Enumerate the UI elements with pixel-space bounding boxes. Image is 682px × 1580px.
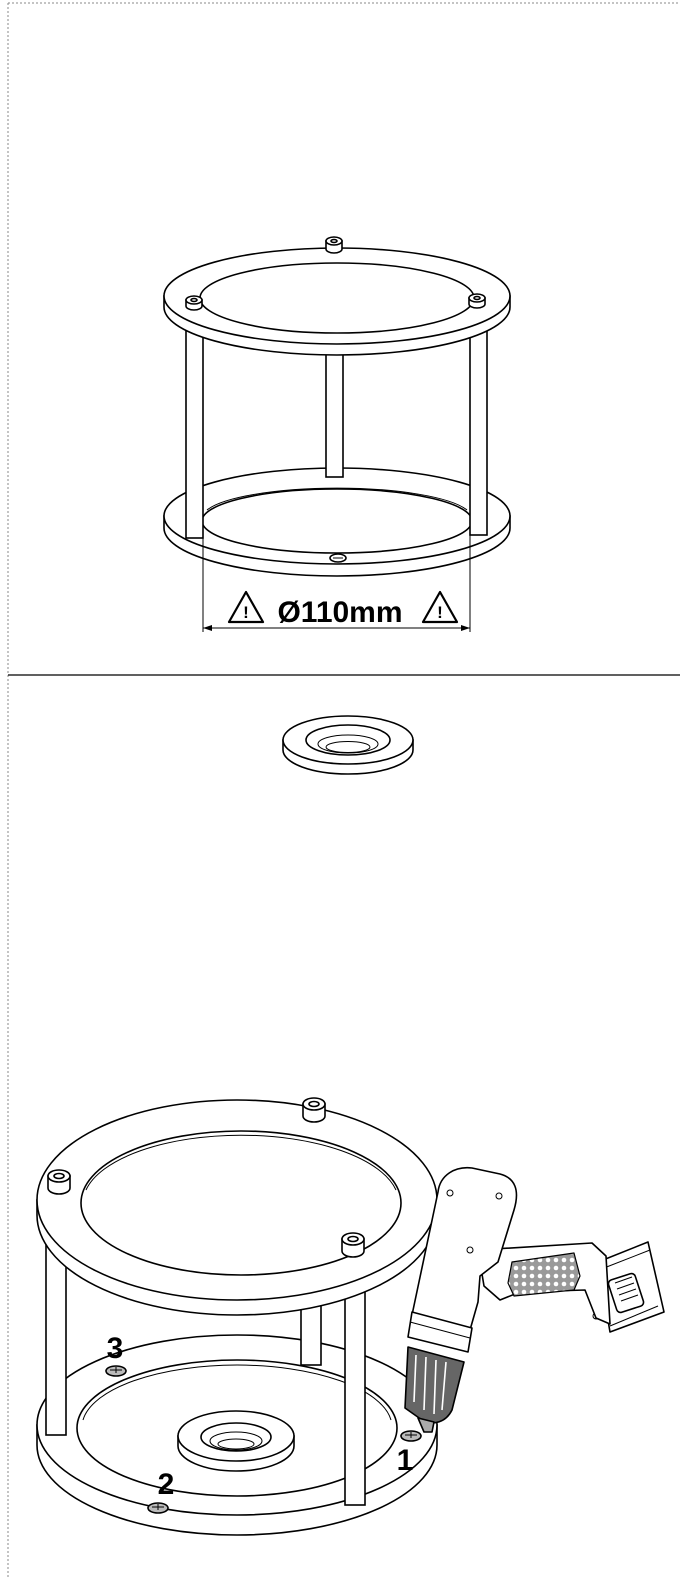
screw-1 — [400, 1430, 422, 1442]
standoff — [185, 295, 203, 311]
standoff — [302, 1097, 326, 1123]
diameter-label: Ø110mm — [277, 596, 402, 629]
post — [185, 304, 204, 539]
screw-3 — [105, 1365, 127, 1377]
diameter-dimension: ! Ø110mm ! — [202, 535, 471, 632]
screw-head — [329, 553, 347, 563]
screw-2 — [147, 1502, 169, 1514]
standoff — [341, 1232, 365, 1258]
cordless-drill-icon — [404, 1166, 665, 1433]
top-ring-hole — [199, 262, 475, 334]
screw-label-1: 1 — [397, 1444, 414, 1477]
grip-pad — [507, 1252, 581, 1297]
warning-triangle-icon: ! — [421, 590, 459, 624]
svg-text:!: ! — [437, 603, 443, 622]
warning-triangle-icon: ! — [227, 590, 265, 624]
standoff — [468, 293, 486, 309]
svg-text:!: ! — [243, 603, 249, 622]
drill-body — [411, 1166, 518, 1331]
frame-assembly-bottom — [36, 1097, 438, 1536]
bottom-ring-hole — [201, 488, 473, 554]
page-frame — [7, 2, 680, 1578]
screw-label-3: 3 — [107, 1332, 124, 1365]
frame-assembly-top — [163, 236, 511, 577]
screw-label-2: 2 — [158, 1468, 175, 1501]
standoff — [325, 236, 343, 254]
top-ring-hole — [80, 1130, 402, 1276]
washer-part — [282, 715, 414, 775]
center-washer — [177, 1410, 295, 1472]
standoff — [47, 1169, 71, 1195]
drill-collar — [407, 1311, 473, 1353]
